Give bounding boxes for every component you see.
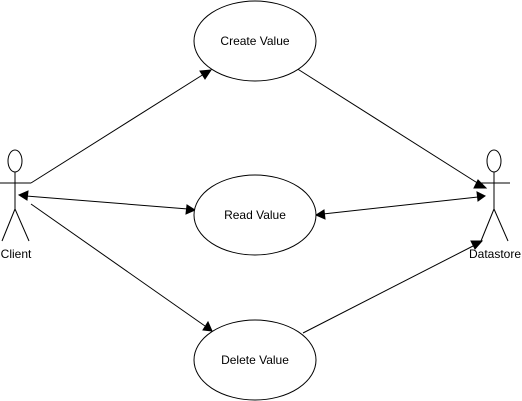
edge-delete-value-to-datastore (302, 240, 484, 334)
actor-label: Datastore (469, 247, 521, 261)
actor-client[interactable]: Client (0, 149, 32, 261)
stick-figure-icon (479, 149, 510, 242)
use-case-ellipse (193, 0, 317, 82)
use-case-read-value[interactable]: Read Value (193, 174, 317, 256)
actor-datastore[interactable]: Datastore (469, 149, 521, 261)
use-case-label: Delete Value (221, 353, 289, 367)
use-case-create-value[interactable]: Create Value (193, 0, 317, 82)
use-case-label: Read Value (224, 208, 286, 222)
use-case-delete-value[interactable]: Delete Value (193, 319, 317, 401)
use-case-label: Create Value (220, 34, 289, 48)
edge-create-value-to-datastore (295, 67, 488, 189)
use-case-ellipse (193, 174, 317, 256)
edge-client-to-delete-value (30, 203, 213, 332)
edge-client-to-create-value (30, 69, 212, 184)
use-case-ellipse (193, 319, 317, 401)
edge-read-value-to-datastore (314, 191, 486, 220)
edges (17, 67, 488, 334)
edge-client-to-read-value (17, 190, 197, 215)
actor-label: Client (1, 247, 32, 261)
stick-figure-icon (0, 149, 31, 242)
